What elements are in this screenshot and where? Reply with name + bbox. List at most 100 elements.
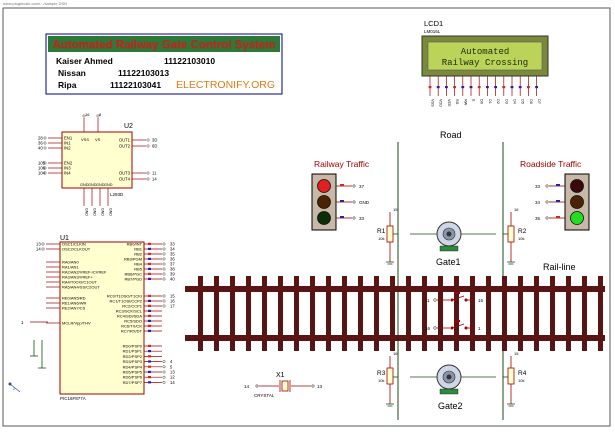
rail-light-amber (317, 195, 331, 209)
switch-1[interactable]: 1 15 (427, 292, 484, 303)
rail-tie (534, 276, 539, 351)
u2-net-dot (146, 144, 150, 148)
rail-tie (230, 276, 235, 351)
lcd-pin-marker (486, 86, 489, 89)
u1-net-dot (162, 365, 166, 369)
crystal-x1[interactable]: X1 CRYSTAL 14 13 (244, 372, 323, 398)
u1-net-dot (162, 304, 166, 308)
u1-net-label: 16 (170, 299, 175, 304)
u2-body (61, 131, 133, 189)
u1-pin-label: RD4/PSP4 (123, 364, 143, 369)
lcd-model: LM016L (424, 29, 441, 34)
rail-net-1: 37 (359, 184, 365, 189)
u2-pin-label: GND (88, 183, 97, 187)
u1-pin-state (148, 360, 151, 363)
u1-pin-state (148, 314, 151, 317)
r2-value: 10k (518, 236, 524, 241)
probe-symbol: 2 (8, 382, 21, 393)
u2-gnd-label: GND (109, 208, 113, 216)
resistor-r1[interactable]: R1 10k 15 (377, 207, 398, 265)
u1-pic16f877a[interactable]: U1 PIC16F877A OSC1/CLKIN13OSC2/CLKOUT14R… (8, 235, 176, 401)
rail-tie (246, 276, 251, 351)
title-banner (48, 36, 280, 52)
rail-tie (550, 276, 555, 351)
u1-net-label: 14 (36, 247, 41, 252)
u1-pin-state (148, 262, 151, 265)
u1-pin-label: RA1/AN1 (62, 265, 79, 270)
lcd-pin-marker (502, 86, 506, 89)
u2-gnd-label: GND (93, 208, 97, 216)
u1-net-dot (162, 252, 166, 256)
u1-pin-state (148, 329, 151, 332)
rail-tie (262, 276, 267, 351)
resistor-r2[interactable]: R2 10k 16 (503, 207, 527, 265)
railway-traffic-label: Railway Traffic (314, 159, 370, 169)
u2-net-dot (43, 166, 47, 170)
lcd-pin-marker (518, 86, 522, 89)
railway-traffic-light[interactable]: 37 GND 33 (311, 173, 370, 231)
u2-net-label: 104 (38, 171, 46, 176)
brand-text: ELECTRONIFY.ORG (176, 79, 275, 91)
svg-text:1: 1 (478, 326, 481, 331)
u2-net-dot (96, 114, 100, 118)
rail-tie (470, 276, 475, 351)
gate2-motor[interactable] (410, 364, 496, 395)
lcd-line-2: Railway Crossing (442, 58, 528, 68)
lcd-pin-label: VDD (439, 99, 443, 107)
gnd-symbol (30, 340, 46, 369)
member-id-1: 11122103010 (164, 56, 215, 66)
rail-tie (278, 276, 283, 351)
u1-pin-state (148, 252, 151, 255)
rail-tie (294, 276, 299, 351)
u1-net-dot (162, 360, 166, 363)
u1-net-label: 5 (170, 364, 173, 369)
road-net-2: 34 (535, 200, 541, 205)
u2-net-label: 28 (38, 136, 43, 141)
lcd-pin-label: D7 (537, 99, 541, 104)
u1-pin-label: RA2/AN2/VREF-/CVREF (62, 270, 107, 275)
lcd-pin-label: D4 (513, 99, 517, 104)
rail-light-red (317, 179, 331, 193)
lcd-pin-marker (535, 86, 538, 89)
u1-pin-state (148, 309, 151, 312)
u1-pin-label: RB2 (134, 252, 143, 257)
resistor-r4[interactable]: R4 10k 15 (503, 351, 527, 407)
r1-net: 15 (393, 207, 398, 212)
u1-net-dot (162, 247, 166, 251)
u1-pin-label: RA4/T0CKI/C1OUT (62, 280, 97, 285)
u2-l293d[interactable]: U2 L293D EN1IN1IN2EN2IN3IN42836401051061… (38, 112, 157, 216)
lcd-pin-label: D6 (529, 99, 533, 104)
resistor-r3[interactable]: R3 10k 16 (377, 351, 398, 407)
u1-pin-state (148, 381, 151, 384)
u2-pin-label: OUT1 (119, 138, 131, 143)
u1-net-label: 15 (170, 294, 175, 299)
gate1-motor[interactable] (410, 221, 496, 252)
lcd-pin-marker (494, 86, 497, 89)
rail-line-label: Rail-line (543, 262, 576, 272)
rail-tie (438, 276, 443, 351)
u1-pin-label: RC3/SCK/SCL (116, 309, 143, 314)
roadside-traffic-light[interactable]: 33 34 35 (535, 173, 590, 231)
u2-net-label: 14 (152, 177, 157, 182)
lcd-pin-marker (461, 86, 465, 89)
u1-net-label: 40 (170, 277, 175, 282)
u1-pin-label: RD0/PSP0 (123, 344, 143, 349)
u2-pin-label: OUT2 (119, 144, 131, 149)
u1-pin-state (148, 267, 151, 270)
rail-tie (374, 276, 379, 351)
rail-tie (486, 276, 491, 351)
u1-pin-state (148, 299, 151, 302)
u1-pins: OSC1/CLKIN13OSC2/CLKOUT14RA0/AN0RA1/AN1R… (36, 242, 175, 385)
u1-pin-label: RE1/AN6/WR (62, 301, 87, 306)
crystal-left-net: 14 (244, 384, 250, 389)
u1-net-label: 17 (170, 304, 175, 309)
u1-net-dot (162, 380, 166, 384)
u1-net-label: 37 (170, 262, 175, 267)
u1-pin-state (148, 294, 151, 297)
member-name-3: Ripa (58, 80, 77, 90)
lcd-component[interactable]: LCD1 LM016L Automated Railway Crossing V… (421, 19, 549, 107)
switch-2[interactable]: 16 1 (425, 320, 481, 331)
svg-text:2: 2 (13, 386, 16, 391)
